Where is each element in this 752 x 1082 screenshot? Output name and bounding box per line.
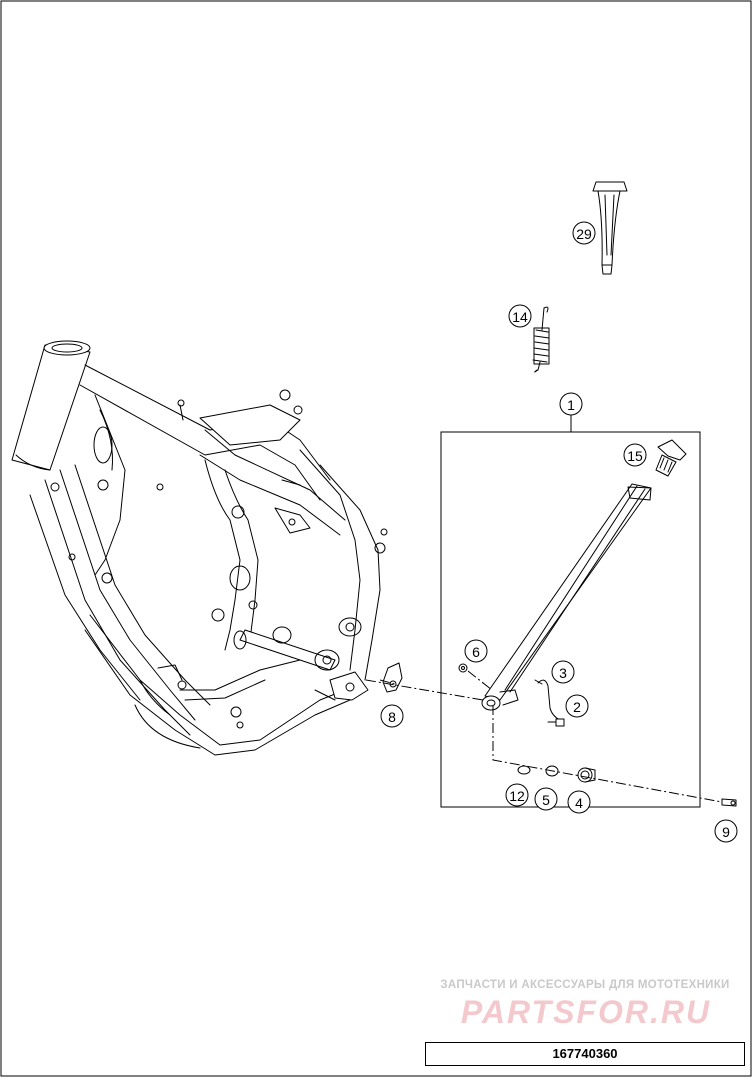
part-15-foot-pad xyxy=(655,439,687,477)
callout-2-label: 2 xyxy=(573,699,581,715)
group-1-bracket xyxy=(440,415,701,808)
callout-4-label: 4 xyxy=(575,795,583,811)
part-29-tool-strap xyxy=(592,181,628,275)
part-1-side-stand xyxy=(481,483,652,711)
callout-9-label: 9 xyxy=(722,824,730,840)
callout-12-label: 12 xyxy=(509,788,525,804)
document-number-box: 167740360 xyxy=(425,1042,745,1066)
callout-8: 8 xyxy=(380,704,404,728)
part-12-o-ring xyxy=(517,765,531,775)
callout-15: 15 xyxy=(623,443,647,467)
document-number: 167740360 xyxy=(552,1046,618,1061)
callout-12: 12 xyxy=(505,783,529,807)
callout-3-label: 3 xyxy=(559,665,567,681)
callout-5-label: 5 xyxy=(542,792,550,808)
callout-6-label: 6 xyxy=(472,644,480,660)
callout-5: 5 xyxy=(534,787,558,811)
watermark-caption: ЗАПЧАСТИ И АКСЕССУАРЫ ДЛЯ МОТОТЕХНИКИ xyxy=(440,979,730,991)
part-6-nut xyxy=(458,663,468,673)
callout-29-label: 29 xyxy=(576,226,592,242)
callout-14: 14 xyxy=(508,304,532,328)
steering-head-tube xyxy=(11,340,91,471)
callout-29: 29 xyxy=(572,221,596,245)
callout-14-label: 14 xyxy=(512,309,528,325)
callout-4: 4 xyxy=(567,790,591,814)
part-3-spring-hook xyxy=(534,679,561,721)
assembly-axis-lines xyxy=(365,670,723,803)
callout-3: 3 xyxy=(551,660,575,684)
part-4-bushing xyxy=(577,767,596,783)
part-14-spring xyxy=(532,306,550,373)
callout-15-label: 15 xyxy=(627,448,643,464)
part-5-washer xyxy=(545,765,559,777)
motorcycle-frame xyxy=(11,340,388,756)
callout-9: 9 xyxy=(714,819,738,843)
watermark-logo: PARTSFOR.RU xyxy=(460,994,712,1030)
callout-2: 2 xyxy=(565,694,589,718)
callout-6: 6 xyxy=(464,639,488,663)
part-2-screw xyxy=(547,718,565,727)
part-8-bracket xyxy=(382,662,403,693)
part-9-bolt xyxy=(721,798,737,807)
callout-1: 1 xyxy=(559,392,583,416)
callout-8-label: 8 xyxy=(388,709,396,725)
callout-1-label: 1 xyxy=(567,397,575,413)
